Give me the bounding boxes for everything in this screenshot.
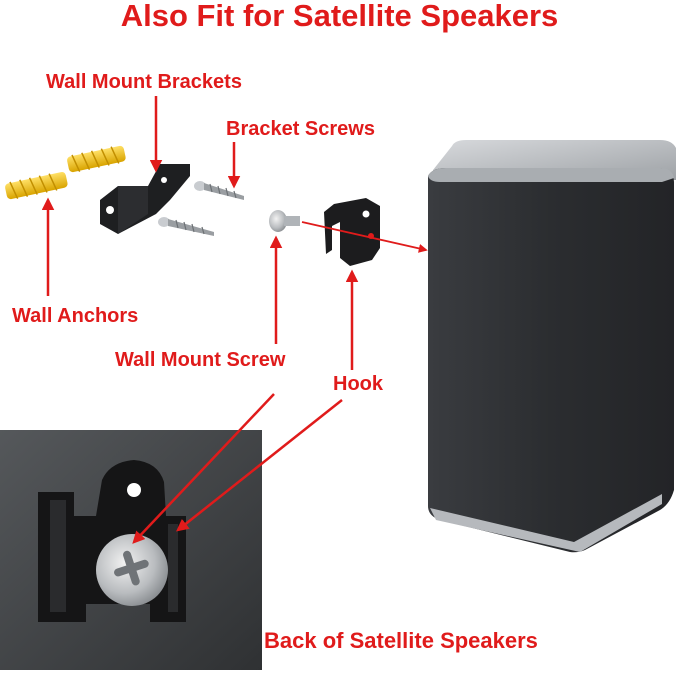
label-hook: Hook [333,373,383,395]
inset-back-photo [0,430,262,670]
page-title: Also Fit for Satellite Speakers [120,0,559,33]
satellite-speaker [428,140,676,553]
label-bracket-screws: Bracket Screws [226,118,375,140]
label-back-of-speakers: Back of Satellite Speakers [264,628,538,653]
wall-mount-screw [269,210,300,232]
arrow-inset-screw [132,393,275,544]
arrow-inset-hook [176,399,343,532]
bracket-screw-2 [158,217,214,236]
label-wall-mount-screw: Wall Mount Screw [115,349,286,371]
label-wall-anchors: Wall Anchors [12,305,139,327]
inset-screw-head [96,534,168,606]
bracket-screw-1 [194,181,244,200]
wall-anchor-1 [67,145,126,173]
hook [324,198,380,266]
alignment-arrow [301,221,428,253]
wall-anchor-2 [5,172,68,200]
label-wall-mount-brackets: Wall Mount Brackets [46,71,242,93]
wall-mount-bracket [100,164,190,234]
